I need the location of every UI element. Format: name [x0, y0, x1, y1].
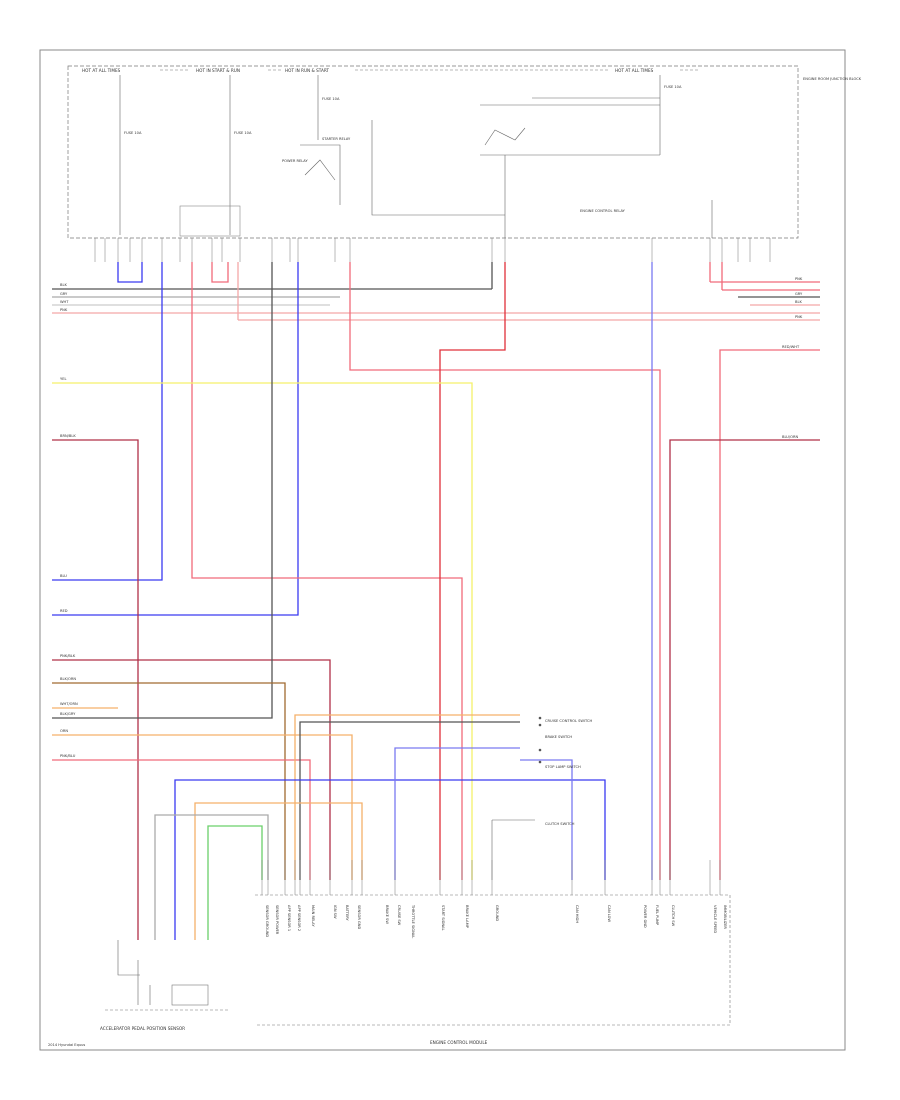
right-wire-label-5: RED/WHT	[782, 345, 800, 349]
left-wire-label-3: WHT	[60, 300, 69, 304]
wire-black-long	[52, 262, 273, 719]
left-wire-label-4: PNK	[60, 308, 68, 312]
wire-blue-1	[117, 262, 143, 283]
left-wire-label-8: RED	[60, 609, 68, 613]
feed-label-2: HOT IN START & RUN	[196, 68, 240, 73]
wire-yellow	[52, 382, 473, 880]
fuse-label-4: FUSE 10A	[664, 85, 682, 89]
wire-red-4	[439, 262, 506, 880]
ecm-pin-ticks	[261, 860, 721, 895]
left-wire-label-13: ORN	[60, 729, 68, 733]
wire-brown	[52, 682, 286, 880]
wire-red-2	[191, 262, 463, 880]
right-wire-labels: PNK GRY BLK PNK RED/WHT BLU/ORN	[782, 277, 803, 439]
ecm-pin-label-3: APP SENSOR 1	[287, 905, 291, 931]
fuse-label-3: FUSE 10A	[322, 97, 340, 101]
left-wire-label-2: GRY	[60, 292, 68, 296]
relay-label-2: STARTER RELAY	[322, 137, 351, 141]
ecm-pin-label-16: CAN LOW	[607, 905, 611, 923]
fuse-label-2: FUSE 10A	[234, 131, 252, 135]
ecm-pin-label-18: FUEL PUMP	[655, 905, 659, 926]
feed-label-4: HOT AT ALL TIMES	[615, 68, 654, 73]
wire-maroon-3	[52, 659, 331, 880]
ecm-pin-label-9: BRAKE SW	[385, 905, 389, 924]
left-wire-label-11: WHT/ORN	[60, 702, 78, 706]
left-wire-label-12: BLK/GRY	[60, 712, 76, 716]
left-wire-label-9: PNK/BLK	[60, 654, 76, 658]
right-wire-label-3: BLK	[795, 300, 802, 304]
diagram-frame	[39, 49, 846, 1051]
left-wire-labels: BLK GRY WHT PNK YEL BRN/BLK BLU RED PNK/…	[60, 283, 78, 758]
page-label: 2014 Hyundai Equus	[48, 1043, 85, 1047]
app-sensor	[105, 940, 230, 1011]
fuse-label-1: FUSE 10A	[124, 131, 142, 135]
ecm-pin-label-10: CRUISE SW	[397, 905, 401, 926]
feed-label-1: HOT AT ALL TIMES	[82, 68, 121, 73]
ecm-pin-label-7: BATTERY	[345, 905, 349, 922]
feed-label-3: HOT IN RUN & START	[285, 68, 329, 73]
bottom-right-label: ENGINE CONTROL MODULE	[430, 1040, 488, 1045]
ecm-pin-label-1: SENSOR GROUND	[265, 905, 269, 937]
ecm-pin-label-19: CLUTCH SW	[671, 905, 675, 927]
ecm-pin-label-5: MAIN RELAY	[311, 905, 315, 927]
ecm-pin-label-21: IMMOBILIZER	[723, 905, 727, 929]
left-wire-label-10: BLK/ORN	[60, 677, 76, 681]
right-wire-label-2: GRY	[795, 292, 803, 296]
left-wire-label-7: BLU	[60, 574, 67, 578]
ecm-pin-label-14: BRAKE LAMP	[465, 905, 469, 929]
relay-label-3: ENGINE CONTROL RELAY	[580, 209, 626, 213]
fuse-box-pin-ticks	[94, 238, 771, 262]
relay-box-1	[179, 205, 241, 237]
ecm-body-outline	[255, 895, 731, 1026]
fuse-box	[67, 65, 799, 239]
app-sensor-box	[171, 984, 209, 1006]
left-wire-label-1: BLK	[60, 283, 67, 287]
ecm-pin-label-2: SENSOR POWER	[275, 905, 279, 935]
note-cruise-switch: CRUISE CONTROL SWITCH	[545, 719, 592, 723]
wire-blue-3	[52, 262, 299, 616]
wire-pink-low	[52, 759, 311, 880]
wire-maroon-2	[669, 439, 820, 880]
note-brake-switch: BRAKE SWITCH	[545, 735, 572, 739]
wire-blue-2	[52, 262, 163, 581]
left-wire-label-6: BRN/BLK	[60, 434, 76, 438]
wire-maroon-1	[52, 439, 139, 940]
ecm-pin-label-17: POWER GND	[643, 905, 647, 928]
wire-red-5	[719, 349, 820, 880]
ecm-pin-label-11: THROTTLE SIGNAL	[411, 904, 415, 938]
wire-green	[207, 825, 263, 940]
relay-label-1: POWER RELAY	[282, 159, 308, 163]
right-wire-label-6: BLU/ORN	[782, 435, 798, 439]
ecm-pin-labels: SENSOR GROUND SENSOR POWER APP SENSOR 1 …	[265, 904, 727, 938]
ecm-pin-label-4: APP SENSOR 2	[297, 905, 301, 931]
wire-blue-low	[174, 779, 606, 940]
ecm-pin-label-12: START SIGNAL	[441, 905, 445, 931]
wire-red-1	[211, 262, 229, 283]
right-wire-label-1: PNK	[795, 277, 803, 281]
fuse-box-side-note: ENGINE ROOM JUNCTION BLOCK	[803, 77, 862, 81]
bottom-left-label: ACCELERATOR PEDAL POSITION SENSOR	[100, 1026, 185, 1031]
left-wire-label-14: PNK/BLU	[60, 754, 76, 758]
wire-orange-2	[52, 734, 353, 880]
ecm-pin-label-8: SENSOR GND	[357, 905, 361, 929]
ecm-pin-label-15: CAN HIGH	[575, 905, 579, 923]
right-wire-label-4: PNK	[795, 315, 803, 319]
note-stop-lamp-switch: STOP LAMP SWITCH	[545, 765, 581, 769]
ecm-pin-label-13: GROUND	[495, 905, 499, 921]
ecm-pin-label-20: VEHICLE SPEED	[713, 905, 717, 933]
ecm-pin-label-6: IGN SW	[333, 905, 337, 919]
note-clutch-switch: CLUTCH SWITCH	[545, 822, 575, 826]
left-wire-label-5: YEL	[60, 377, 66, 381]
wire-red-3	[349, 262, 661, 880]
